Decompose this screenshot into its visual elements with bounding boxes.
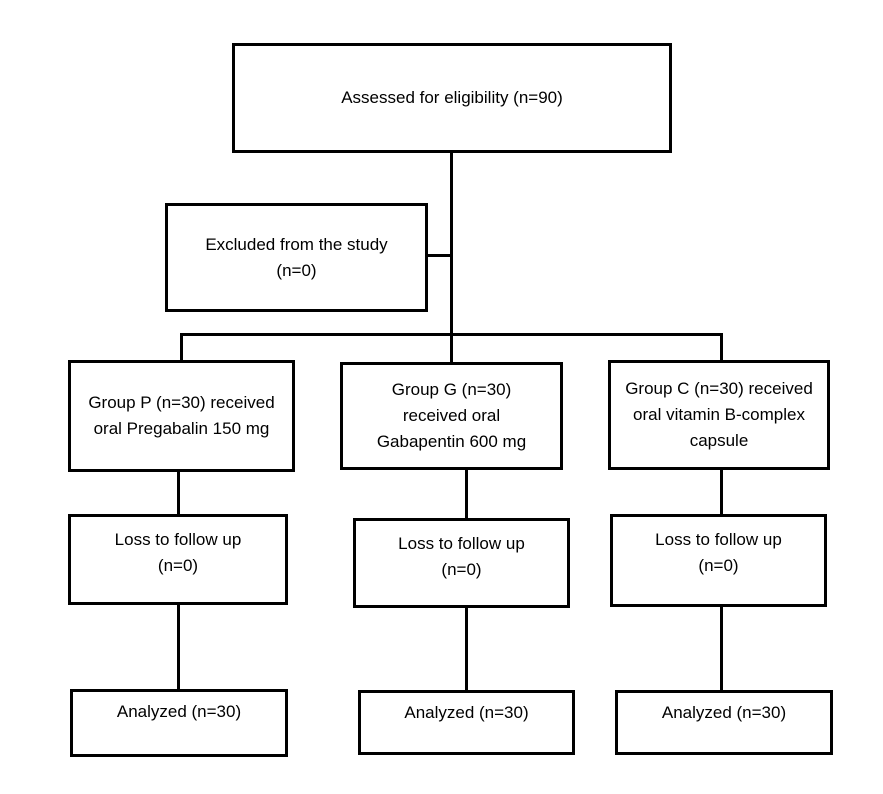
loss-to-follow-up-g-box: Loss to follow up (n=0) (353, 518, 570, 608)
connector-branch-drop-right (720, 333, 723, 360)
group-g-label: Group G (n=30) received oral Gabapentin … (376, 380, 527, 451)
analyzed-c-label: Analyzed (n=30) (661, 703, 787, 722)
assessed-eligibility-label: Assessed for eligibility (n=90) (341, 88, 563, 107)
loss-to-follow-up-c-label: Loss to follow up (n=0) (655, 530, 782, 575)
analyzed-p-box: Analyzed (n=30) (70, 689, 288, 757)
group-c-label: Group C (n=30) received oral vitamin B-c… (625, 379, 813, 450)
connector-branch-drop-left (180, 333, 183, 360)
loss-to-follow-up-g-label: Loss to follow up (n=0) (398, 534, 525, 579)
connector-excluded (428, 254, 453, 257)
group-c-box: Group C (n=30) received oral vitamin B-c… (608, 360, 830, 470)
connector-group-g-to-loss (465, 470, 468, 518)
connector-assessed-to-branch (450, 153, 453, 362)
connector-branch-horizontal (180, 333, 723, 336)
analyzed-c-box: Analyzed (n=30) (615, 690, 833, 755)
loss-to-follow-up-p-box: Loss to follow up (n=0) (68, 514, 288, 605)
analyzed-g-box: Analyzed (n=30) (358, 690, 575, 755)
group-p-box: Group P (n=30) received oral Pregabalin … (68, 360, 295, 472)
analyzed-g-label: Analyzed (n=30) (404, 703, 529, 722)
assessed-eligibility-box: Assessed for eligibility (n=90) (232, 43, 672, 153)
connector-loss-p-to-analyzed (177, 605, 180, 689)
analyzed-p-label: Analyzed (n=30) (116, 702, 242, 721)
connector-loss-g-to-analyzed (465, 608, 468, 690)
excluded-box: Excluded from the study (n=0) (165, 203, 428, 312)
group-p-label: Group P (n=30) received oral Pregabalin … (88, 393, 275, 438)
loss-to-follow-up-c-box: Loss to follow up (n=0) (610, 514, 827, 607)
excluded-label: Excluded from the study (n=0) (205, 234, 388, 280)
group-g-box: Group G (n=30) received oral Gabapentin … (340, 362, 563, 470)
connector-group-p-to-loss (177, 472, 180, 514)
connector-group-c-to-loss (720, 470, 723, 514)
loss-to-follow-up-p-label: Loss to follow up (n=0) (114, 530, 242, 575)
connector-loss-c-to-analyzed (720, 607, 723, 690)
